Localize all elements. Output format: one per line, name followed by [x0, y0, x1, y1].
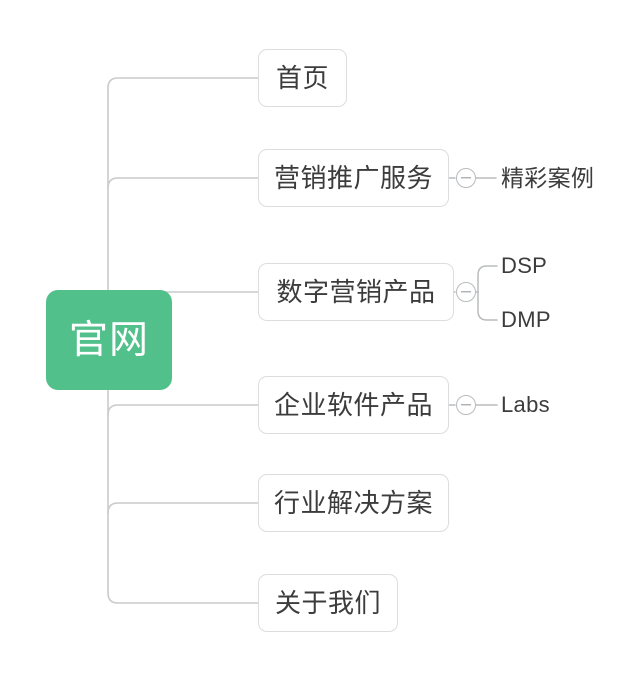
branch-node-label: 企业软件产品 — [273, 390, 433, 420]
minus-circle-icon-branch-2[interactable] — [456, 168, 476, 188]
branch-connector-5 — [107, 502, 259, 514]
branch-connector-2 — [107, 177, 259, 189]
branch-node-3[interactable]: 数字营销产品 — [258, 263, 454, 321]
leaf-node-4-0[interactable]: Labs — [501, 392, 550, 417]
leaf-node-3-1[interactable]: DMP — [501, 307, 551, 332]
branch-connector-1 — [107, 77, 259, 89]
child-link-3-1 — [477, 291, 498, 321]
branch-node-5[interactable]: 行业解决方案 — [258, 474, 449, 532]
child-link-3-0 — [477, 265, 498, 293]
branch-node-label: 数字营销产品 — [276, 277, 436, 307]
branch-connector-4 — [107, 404, 259, 416]
minus-circle-icon-branch-3[interactable] — [456, 282, 476, 302]
leaf-node-2-0[interactable]: 精彩案例 — [501, 165, 595, 191]
branch-node-2[interactable]: 营销推广服务 — [258, 149, 449, 207]
branch-node-label: 行业解决方案 — [273, 488, 433, 518]
branch-node-4[interactable]: 企业软件产品 — [258, 376, 449, 434]
root-node-label: 官网 — [68, 318, 149, 362]
branch-node-label: 首页 — [275, 63, 329, 93]
branch-node-label: 关于我们 — [274, 588, 381, 618]
root-node[interactable]: 官网 — [46, 290, 172, 390]
branch-node-1[interactable]: 首页 — [258, 49, 347, 107]
leaf-node-3-0[interactable]: DSP — [501, 253, 548, 278]
branch-connector-6 — [107, 592, 259, 604]
minus-circle-icon-branch-4[interactable] — [456, 395, 476, 415]
branch-node-6[interactable]: 关于我们 — [258, 574, 398, 632]
branch-node-label: 营销推广服务 — [273, 163, 433, 193]
